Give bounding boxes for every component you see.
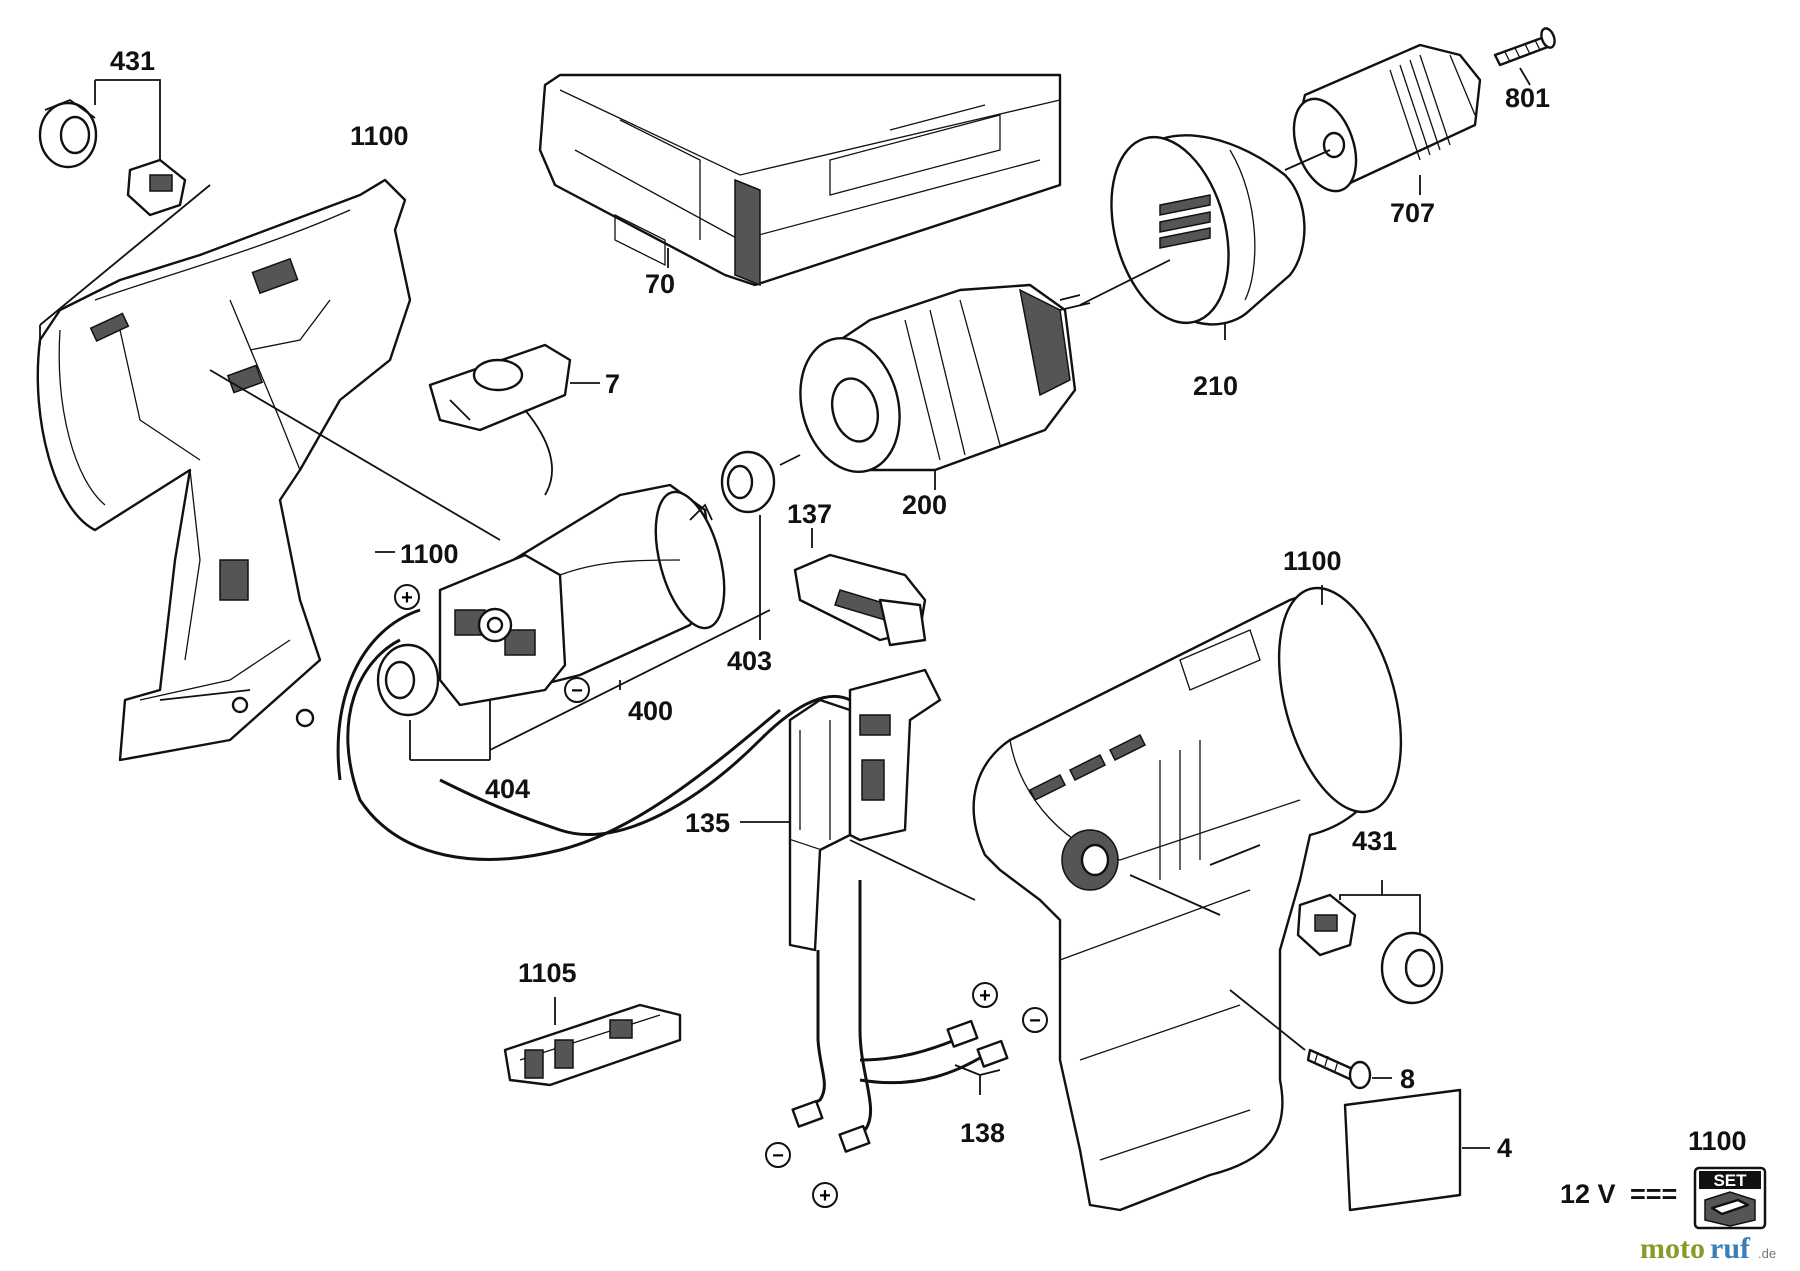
bearing-431-top xyxy=(38,98,98,169)
label-210: 210 xyxy=(1193,371,1238,401)
set-badge-text: SET xyxy=(1713,1171,1747,1190)
sleeve-210 xyxy=(1110,134,1306,326)
brush-holder-431-right xyxy=(1296,893,1357,957)
axis-line-210 xyxy=(1079,149,1331,306)
leader-431-top xyxy=(94,79,161,160)
label-200: 200 xyxy=(902,490,947,520)
polarity-symbols: + − + − − + xyxy=(394,584,1048,1208)
motor-wire-loop-b xyxy=(346,638,781,861)
leader-801 xyxy=(1519,67,1531,86)
contact-plate-1105 xyxy=(503,1003,682,1087)
screw-801 xyxy=(1493,27,1556,67)
leader-400 xyxy=(489,609,771,751)
switch-135 xyxy=(788,668,942,952)
label-1100-set: 1100 xyxy=(1688,1126,1747,1156)
label-431-right: 431 xyxy=(1352,826,1397,856)
leader-1100-a xyxy=(39,184,211,345)
part-labels: 431 1100 70 7 801 707 210 200 1100 137 4… xyxy=(110,46,1747,1163)
voltage-value: 12 V xyxy=(1560,1179,1616,1209)
label-400: 400 xyxy=(628,696,673,726)
motor-wire-loop xyxy=(336,608,851,836)
label-8: 8 xyxy=(1400,1064,1415,1094)
axis-line-8 xyxy=(1229,989,1306,1051)
bearing-431-right xyxy=(1380,931,1444,1005)
watermark-logo: moto ruf .de xyxy=(1640,1232,1776,1265)
label-1100-a: 1100 xyxy=(350,121,409,151)
label-135: 135 xyxy=(685,808,730,838)
label-403: 403 xyxy=(727,646,772,676)
switch-cover-7 xyxy=(428,343,572,496)
polarity-minus-wire-b: − xyxy=(772,1145,784,1167)
label-4: 4 xyxy=(1497,1133,1512,1163)
right-housing-shell xyxy=(972,586,1403,1212)
motor-400 xyxy=(438,483,726,707)
polarity-plus-wire-b: + xyxy=(819,1185,831,1207)
watermark-brand-b: ruf xyxy=(1710,1232,1751,1265)
polarity-plus-motor: + xyxy=(401,587,413,609)
leader-431-right xyxy=(1339,880,1421,935)
bearing-403 xyxy=(720,450,776,514)
axis-line-1100-c xyxy=(1129,844,1261,916)
wires-138 xyxy=(791,880,1009,1153)
leader-138 xyxy=(954,1064,1001,1095)
set-badge-icon xyxy=(1693,1166,1767,1230)
label-801: 801 xyxy=(1505,83,1550,113)
polarity-plus-wire-a: + xyxy=(979,985,991,1007)
label-431-top: 431 xyxy=(110,46,155,76)
axis-line-135 xyxy=(849,839,976,901)
axis-line-1100-b xyxy=(209,369,501,541)
contact-137 xyxy=(793,553,927,647)
brush-holder-431-top xyxy=(126,158,187,217)
voltage-rating: 12 V === xyxy=(1560,1179,1677,1209)
voltage-dc-symbol: === xyxy=(1630,1179,1677,1209)
label-1105: 1105 xyxy=(518,958,577,988)
label-1100-b: 1100 xyxy=(400,539,459,569)
axis-line-200 xyxy=(779,454,801,466)
label-plate-4 xyxy=(1343,1088,1462,1212)
polarity-minus-wire-a: − xyxy=(1029,1010,1041,1032)
label-70: 70 xyxy=(645,269,675,299)
screw-8 xyxy=(1306,1048,1372,1090)
label-137: 137 xyxy=(787,499,832,529)
left-housing-shell xyxy=(36,178,412,762)
watermark-brand-a: moto xyxy=(1640,1232,1705,1265)
watermark-suffix: .de xyxy=(1758,1246,1776,1261)
polarity-minus-motor: − xyxy=(571,680,583,702)
bearing-404 xyxy=(376,643,440,717)
keyless-chuck-707 xyxy=(1292,43,1482,193)
carrying-case xyxy=(538,73,1062,287)
label-707: 707 xyxy=(1390,198,1435,228)
leader-404 xyxy=(409,700,491,761)
label-404: 404 xyxy=(485,774,530,804)
gearbox-200 xyxy=(799,283,1091,474)
label-1100-c: 1100 xyxy=(1283,546,1342,576)
label-138: 138 xyxy=(960,1118,1005,1148)
label-7: 7 xyxy=(605,369,620,399)
